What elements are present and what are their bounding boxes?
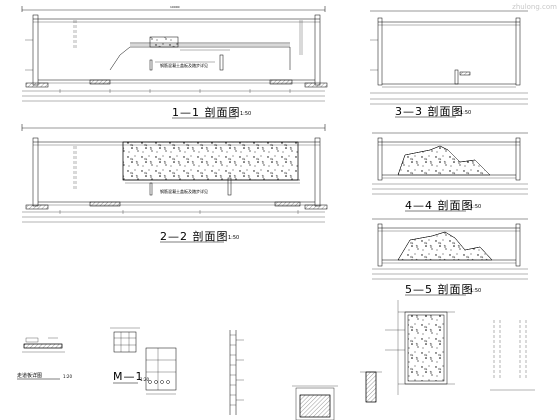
section-4-4-scale: 1:50: [470, 204, 482, 210]
walkway-detail-drawing: [22, 337, 65, 353]
section-2-2-title: 2—2 剖面图: [160, 230, 229, 243]
section-5-5-scale: 1:50: [470, 288, 482, 294]
walkway-detail-scale: 1:20: [63, 374, 72, 379]
m1-detail-title: M—1: [113, 370, 144, 383]
section-1-1-title: 1—1 剖面图: [172, 106, 241, 119]
section-4-4-drawing: [372, 132, 528, 195]
section-1-1-drawing: 10000: [21, 5, 328, 102]
m1-detail-scale: 1:20: [140, 377, 149, 382]
section-1-1-scale: 1:50: [240, 111, 252, 117]
walkway-detail-title: 走道板详图: [17, 373, 43, 379]
ladder-detail-drawing: [229, 330, 244, 415]
section-1-1-note: 钢筋混凝土盖板及踏步详见: [160, 63, 208, 68]
section-2-2-scale: 1:50: [228, 235, 240, 241]
svg-text:10000: 10000: [170, 5, 180, 9]
m1-detail-drawing: [110, 327, 177, 395]
watermark: zhulong.com: [512, 3, 557, 11]
section-3-3-scale: 1:50: [460, 110, 472, 116]
section-3-3-title: 3—3 剖面图: [395, 105, 464, 118]
section-5-5-drawing: [372, 218, 528, 280]
section-5-5-title: 5—5 剖面图: [405, 283, 474, 296]
section-4-4-title: 4—4 剖面图: [405, 199, 474, 212]
section-2-2-note: 钢筋混凝土盖板及踏步详见: [160, 189, 208, 194]
section-3-3-drawing: [370, 10, 528, 105]
section-2-2-drawing: [21, 124, 328, 223]
pipe-detail-drawing: [385, 300, 535, 395]
pit-detail-drawing: [292, 371, 382, 420]
